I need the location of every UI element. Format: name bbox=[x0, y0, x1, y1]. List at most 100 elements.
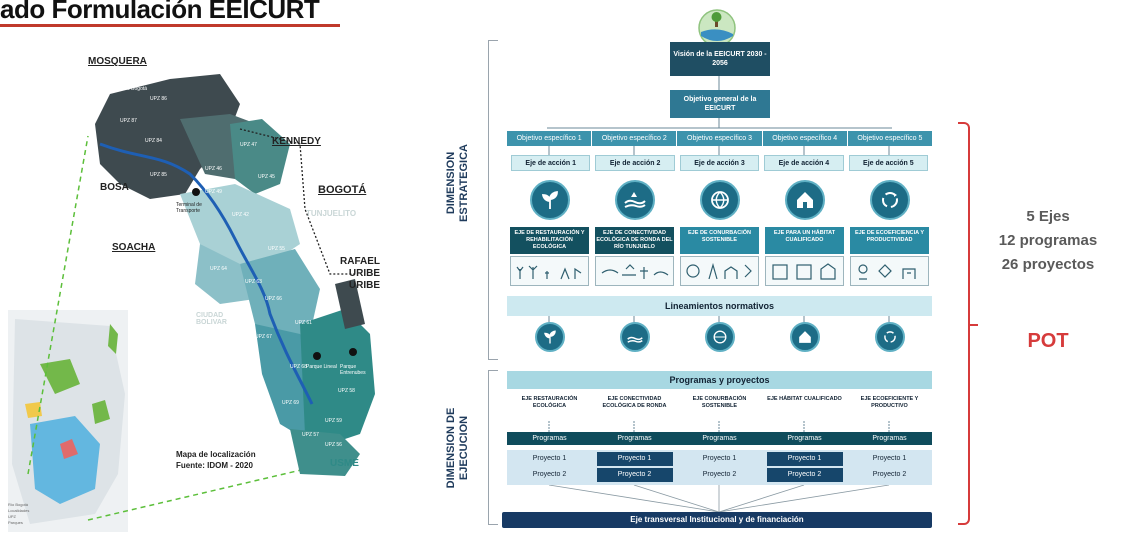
inset-legend-item: Río Bogotá bbox=[8, 502, 29, 507]
upz-label: UPZ 42 bbox=[232, 212, 249, 218]
upz-label: UPZ 68 bbox=[290, 364, 307, 370]
proyecto: Proyecto 1 bbox=[702, 455, 737, 462]
proyecto: Proyecto 2 bbox=[532, 471, 567, 478]
dimension-strategic-line1: DIMENSION bbox=[445, 151, 457, 215]
river-icon bbox=[614, 180, 655, 220]
eje-titulo: EJE DE ECOEFICIENCIA Y PRODUCTIVIDAD bbox=[850, 227, 929, 254]
eje-accion: Eje de acción 4 bbox=[764, 155, 844, 171]
objetivos-especificos-row: Objetivo específico 1 Objetivo específic… bbox=[507, 131, 933, 146]
house-icon bbox=[784, 180, 825, 220]
label-tunjuelito: TUNJUELITO bbox=[306, 209, 357, 218]
summary-programas: 12 programas bbox=[998, 232, 1098, 249]
summary-counts: 5 Ejes 12 programas 26 proyectos bbox=[978, 205, 1118, 277]
vision-logo-icon bbox=[698, 9, 736, 47]
objetivo-especifico: Objetivo específico 3 bbox=[677, 131, 762, 146]
eje-subicons-row bbox=[507, 256, 932, 286]
upz-label: UPZ 87 bbox=[120, 118, 137, 124]
ejecucion-eje: EJE HÁBITAT CUALIFICADO bbox=[767, 396, 842, 402]
lineamientos-icons-row bbox=[507, 322, 932, 360]
dimension-strategic-label: DIMENSION ESTRATEGICA bbox=[445, 123, 475, 243]
programas-cell: Programas bbox=[702, 435, 737, 442]
plant-icon bbox=[534, 322, 565, 352]
programas-row: Programas Programas Programas Programas … bbox=[507, 432, 932, 445]
label-bogota: BOGOTÁ bbox=[318, 184, 367, 196]
ejecucion-eje: EJE ECOEFICIENTE Y PRODUCTIVO bbox=[860, 396, 919, 409]
upz-label: UPZ 63 bbox=[245, 279, 262, 285]
eje-icons-row bbox=[507, 180, 932, 224]
upz-label: UPZ 45 bbox=[258, 174, 275, 180]
eje-accion: Eje de acción 1 bbox=[511, 155, 591, 171]
programas-connectors bbox=[548, 421, 890, 432]
upz-label: UPZ 85 bbox=[150, 172, 167, 178]
upz-label: UPZ 64 bbox=[210, 266, 227, 272]
proyectos-column: Proyecto 1 Proyecto 2 bbox=[847, 450, 932, 485]
programas-cell: Programas bbox=[617, 435, 652, 442]
proyectos-column: Proyecto 1 Proyecto 2 bbox=[677, 450, 762, 485]
dimension-execution-line2: EJECUCION bbox=[458, 415, 470, 481]
recycle-icon bbox=[869, 180, 910, 220]
label-terminal: Terminal de Transporte bbox=[176, 202, 202, 214]
upz-label: UPZ 47 bbox=[240, 142, 257, 148]
ejes-accion-row: Eje de acción 1 Eje de acción 2 Eje de a… bbox=[507, 155, 932, 171]
eje-subicons bbox=[765, 256, 844, 286]
pot-bracket-nub bbox=[968, 324, 978, 326]
eje-subicons bbox=[510, 256, 589, 286]
inset-legend-item: Localidades bbox=[8, 508, 30, 513]
eje-subicons bbox=[680, 256, 759, 286]
upz-label: UPZ 59 bbox=[325, 418, 342, 424]
eje-accion: Eje de acción 3 bbox=[679, 155, 760, 171]
upz-label: UPZ 58 bbox=[338, 388, 355, 394]
proyecto: Proyecto 2 bbox=[766, 468, 843, 482]
globe-icon bbox=[699, 180, 740, 220]
strategic-bracket bbox=[488, 40, 498, 360]
label-parque-lineal: Parque Lineal bbox=[306, 364, 337, 370]
proyectos-area: Proyecto 1 Proyecto 2 Proyecto 1 Proyect… bbox=[507, 450, 932, 485]
programas-cell: Programas bbox=[532, 435, 567, 442]
proyectos-column: Proyecto 1 Proyecto 2 bbox=[592, 450, 677, 485]
label-usme: USME bbox=[330, 458, 359, 469]
eje-transversal-bar: Eje transversal Institucional y de finan… bbox=[502, 512, 932, 528]
upz-label: UPZ 86 bbox=[150, 96, 167, 102]
label-bosa: BOSA bbox=[100, 182, 129, 193]
globe-icon bbox=[704, 322, 735, 352]
ejecucion-eje: EJE CONURBACIÓN SOSTENIBLE bbox=[692, 396, 747, 409]
proyecto: Proyecto 2 bbox=[702, 471, 737, 478]
ejecucion-ejes-row: EJE RESTAURACIÓN ECOLÓGICA EJE CONECTIVI… bbox=[507, 393, 932, 423]
proyecto: Proyecto 2 bbox=[872, 471, 907, 478]
upz-label: UPZ 49 bbox=[205, 189, 222, 195]
upz-label: UPZ 61 bbox=[295, 320, 312, 326]
dimension-execution-line1: DIMENSION DE bbox=[445, 407, 457, 489]
upz-label: UPZ 46 bbox=[205, 166, 222, 172]
map-caption-source: Fuente: IDOM - 2020 bbox=[176, 461, 253, 470]
lineamientos-bar: Lineamientos normativos bbox=[507, 296, 932, 316]
objetivo-especifico: Objetivo específico 2 bbox=[592, 131, 677, 146]
summary-proyectos: 26 proyectos bbox=[1001, 256, 1095, 273]
label-mosquera: MOSQUERA bbox=[88, 56, 147, 67]
page-title: ado Formulación EEICURT bbox=[0, 0, 320, 24]
proyecto: Proyecto 2 bbox=[596, 468, 673, 482]
label-kennedy: KENNEDY bbox=[272, 136, 321, 147]
eje-subicons bbox=[595, 256, 674, 286]
objetivo-especifico: Objetivo específico 5 bbox=[847, 131, 933, 146]
proyecto: Proyecto 1 bbox=[766, 452, 843, 466]
river-icon bbox=[619, 322, 650, 352]
eje-accion: Eje de acción 5 bbox=[848, 155, 929, 171]
execution-bracket bbox=[488, 370, 498, 525]
eje-titulo: EJE DE RESTAURACIÓN Y REHABILITACIÓN ECO… bbox=[510, 227, 589, 254]
proyecto: Proyecto 1 bbox=[596, 452, 673, 466]
objetivo-general-box: Objetivo general de la EEICURT bbox=[670, 90, 770, 118]
programas-proyectos-bar: Programas y proyectos bbox=[507, 371, 932, 389]
summary-ejes: 5 Ejes bbox=[1026, 208, 1070, 225]
connectors-svg bbox=[547, 76, 892, 155]
transversal-connectors bbox=[548, 485, 890, 512]
ejecucion-eje: EJE CONECTIVIDAD ECOLÓGICA DE RONDA bbox=[602, 396, 667, 409]
eje-titulo: EJE DE CONECTIVIDAD ECOLÓGICA DE RONDA D… bbox=[595, 227, 674, 254]
map-caption: Mapa de localización Fuente: IDOM - 2020 bbox=[176, 449, 256, 471]
label-soacha: SOACHA bbox=[112, 242, 156, 253]
dimension-strategic-line2: ESTRATEGICA bbox=[458, 143, 470, 223]
title-underline bbox=[0, 24, 340, 27]
eje-accion: Eje de acción 2 bbox=[595, 155, 675, 171]
eje-titulo: EJE DE CONURBACIÓN SOSTENIBLE bbox=[680, 227, 759, 254]
upz-label: UPZ 66 bbox=[265, 296, 282, 302]
map-caption-title: Mapa de localización bbox=[176, 450, 256, 459]
